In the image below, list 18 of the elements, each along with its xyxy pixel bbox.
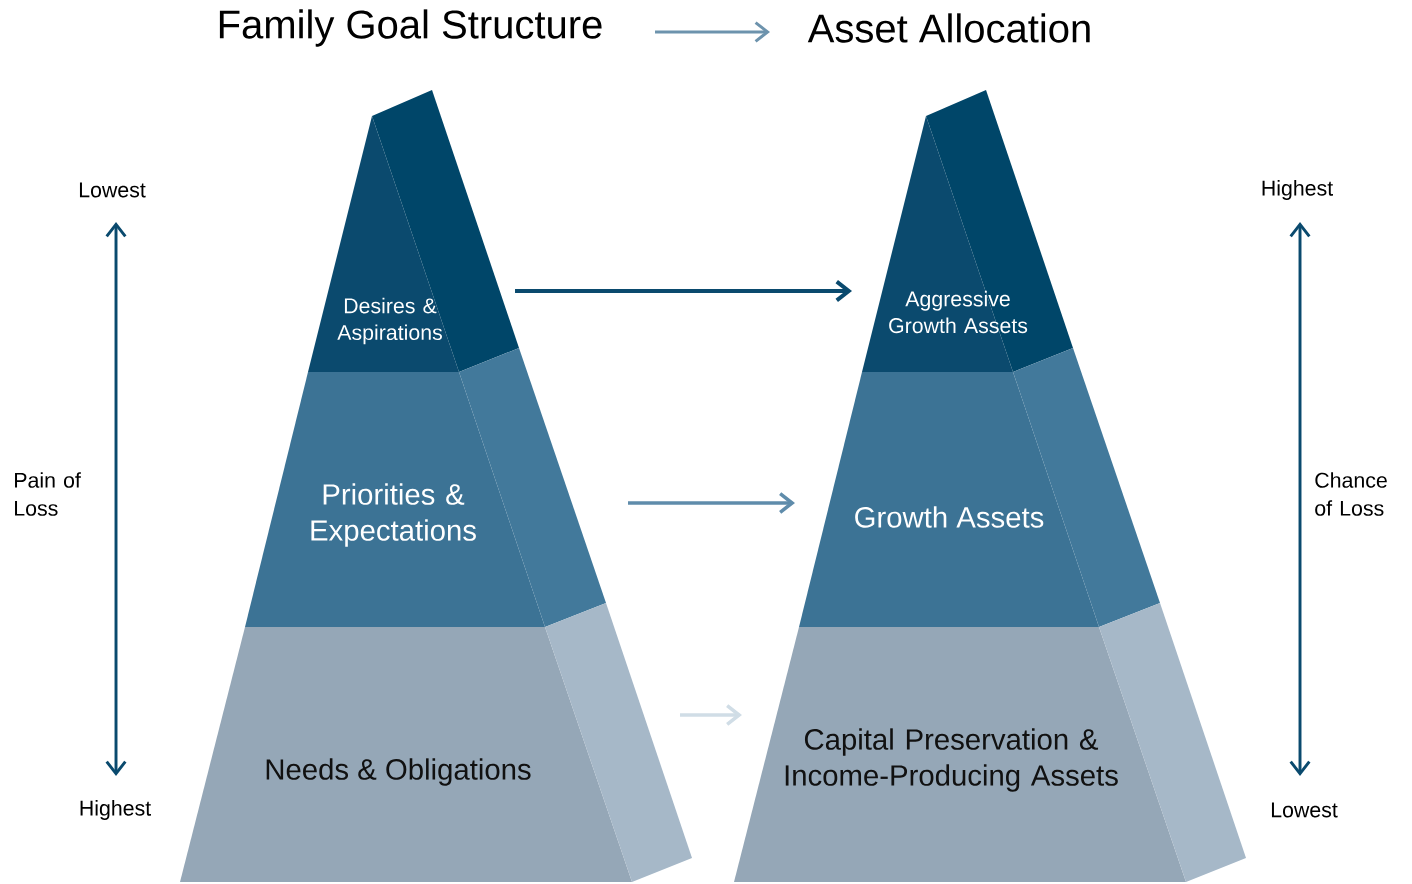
axis-label: Pain of Loss — [15, 472, 81, 516]
arrow — [655, 21, 770, 43]
pyramid-layer: Capital Preservation & Income-Producing Assets — [734, 603, 1246, 882]
pyramid-layer: Aggressive Growth Assets — [862, 90, 1073, 372]
axis-label: Lowest — [1271, 802, 1338, 818]
axis-label: Highest — [1262, 180, 1333, 200]
axis-label: Lowest — [79, 182, 146, 198]
arrow — [680, 704, 742, 726]
heading: Asset Allocation — [807, 13, 1090, 43]
pyramid-layer: Priorities & Expectations — [245, 348, 606, 627]
axis-label: Highest — [80, 800, 151, 820]
pyramid-layer: Needs & Obligations — [180, 603, 692, 882]
arrow — [515, 280, 852, 302]
heading: Family Goal Structure — [219, 9, 602, 47]
arrow — [628, 492, 795, 514]
pyramid-layer: Desires & Aspirations — [308, 90, 519, 372]
axis-label: Chance of Loss — [1315, 472, 1387, 516]
pyramid-layer: Growth Assets — [799, 348, 1160, 627]
